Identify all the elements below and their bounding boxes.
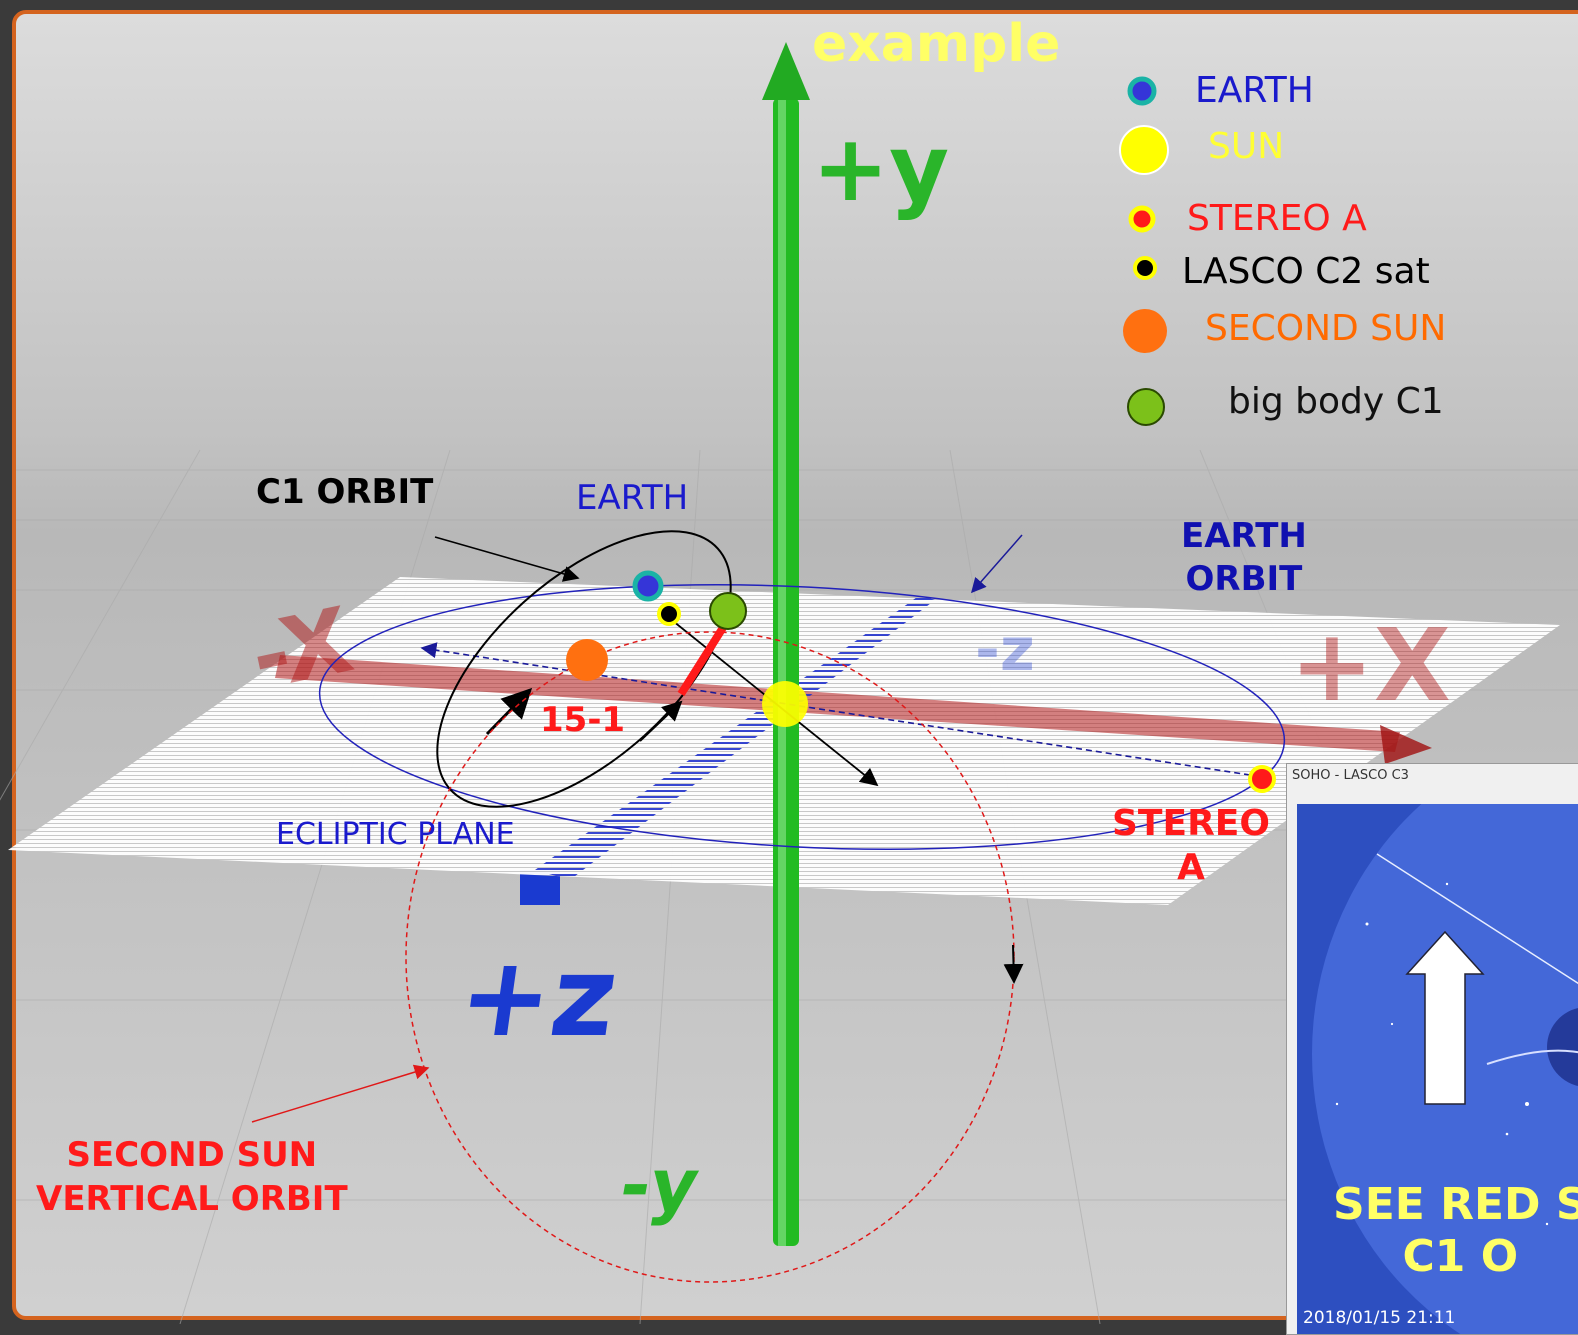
c1-motion-arrow-2 [639, 700, 683, 742]
up-arrow-icon [1405, 930, 1485, 1105]
plus-z-label: +z [451, 934, 625, 1062]
plus-y-label: +y [812, 115, 949, 222]
earth-orbit-label: EARTH ORBIT [1181, 516, 1307, 599]
c1-orbit-pointer [434, 536, 580, 582]
diagram-title: example [812, 14, 1061, 74]
c1-motion-arrow [485, 687, 533, 736]
second-sun-direction-arrow [1003, 944, 1024, 984]
earth-label: EARTH [576, 478, 689, 518]
angle-bar [677, 623, 728, 697]
inset-timestamp: 2018/01/15 21:11 [1303, 1308, 1456, 1328]
x-axis [275, 655, 1400, 752]
earth-orbit [318, 583, 1286, 851]
earth-orbit-pointer [971, 534, 1023, 594]
legend-stereo-label: STEREO A [1187, 198, 1367, 239]
second-sun-body [566, 639, 608, 681]
z-axis-end [520, 870, 560, 905]
minus-y-label: -y [613, 1145, 705, 1228]
stereo-a-body [1248, 765, 1276, 793]
c1-body [709, 592, 747, 630]
lasco-body [657, 602, 681, 626]
sun-body [762, 681, 808, 727]
angle-label: 15-1 [540, 700, 626, 740]
second-sun-orbit-label: SECOND SUN VERTICAL ORBIT [36, 1135, 348, 1219]
plus-x-label: +X [1290, 607, 1451, 724]
legend-lasco-label: LASCO C2 sat [1182, 251, 1430, 292]
inset-overlay-text: SEE RED S C1 O [1333, 1179, 1578, 1282]
legend-earth-label: EARTH [1195, 70, 1314, 111]
lasco-c3-image: SEE RED S C1 O 2018/01/15 21:11 [1297, 804, 1578, 1334]
legend-c1-icon [1127, 388, 1165, 426]
minus-z-label: -z [975, 615, 1035, 685]
ecliptic-plane-label: ECLIPTIC PLANE [276, 817, 515, 852]
occulter-disk [1547, 1008, 1578, 1086]
legend-stereo-icon [1128, 205, 1156, 233]
window-title: SOHO - LASCO C3 [1292, 768, 1409, 783]
legend-c1-label: big body C1 [1228, 381, 1444, 422]
legend-lasco-icon [1133, 256, 1157, 280]
legend-sun-icon [1119, 125, 1169, 175]
z-axis [535, 595, 935, 880]
stereo-a-label: STEREO A [1112, 803, 1270, 888]
legend-second-sun-icon [1123, 309, 1167, 353]
legend-second-sun-label: SECOND SUN [1205, 308, 1447, 349]
x-axis-arrowhead [1380, 725, 1432, 764]
y-axis-arrowhead [762, 42, 810, 100]
legend-sun-label: SUN [1208, 126, 1285, 167]
comet-trail [1376, 853, 1578, 985]
c1-orbit-label: C1 ORBIT [256, 472, 434, 512]
second-sun-orbit-pointer [251, 1064, 430, 1123]
lasco-c3-window[interactable]: SOHO - LASCO C3 SEE RED S C1 O 2018/01/1… [1286, 763, 1578, 1335]
legend-earth-icon [1127, 76, 1157, 106]
minus-x-label: -X [242, 588, 361, 711]
earth-body [632, 570, 664, 602]
